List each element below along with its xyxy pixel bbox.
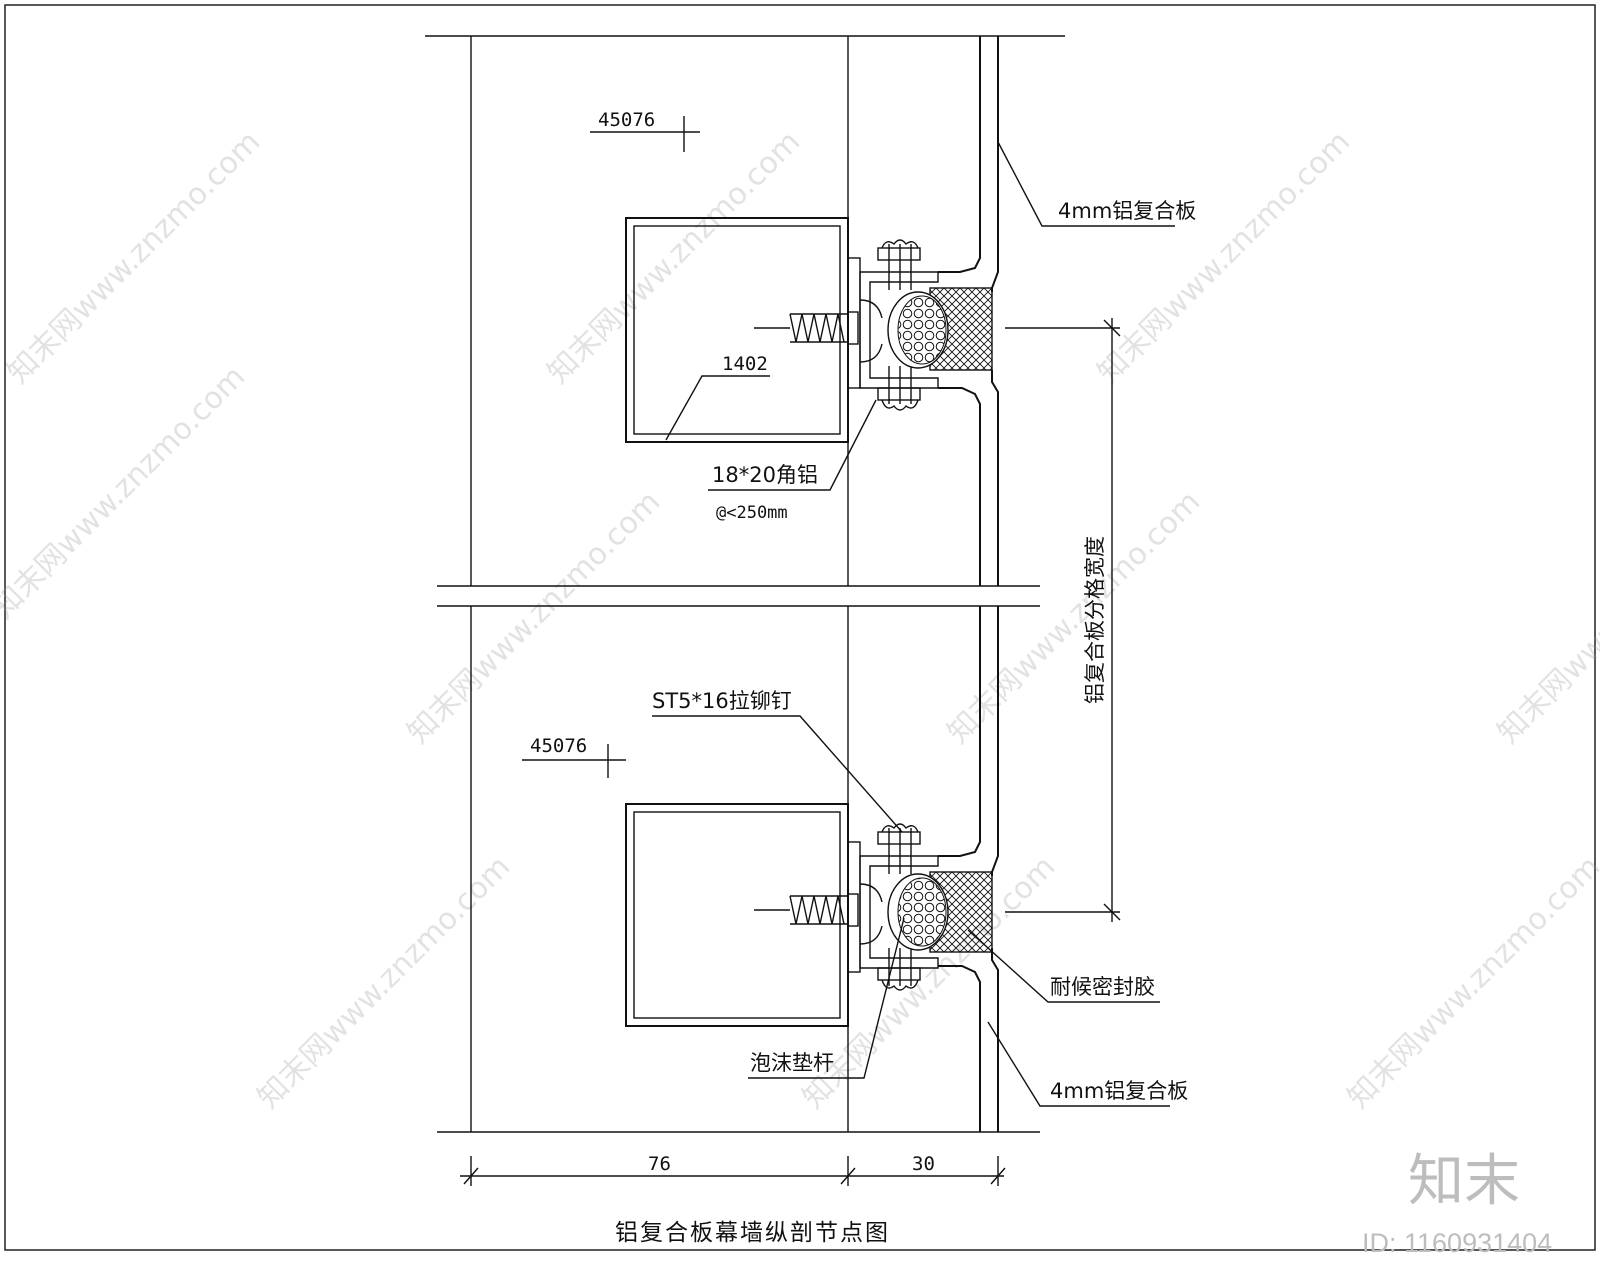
label-panel-top: 4mm铝复合板 (1058, 199, 1196, 223)
label-rivet: ST5*16拉铆钉 (652, 689, 792, 713)
brand-logo: 知末 (1408, 1149, 1520, 1214)
watermark-text: 知末网www.znzmo.com (1491, 484, 1600, 750)
label-sealant: 耐候密封胶 (1050, 975, 1155, 999)
watermark-text: 知末网www.znzmo.com (1, 124, 267, 390)
watermark-text: 知末网www.znzmo.com (401, 484, 667, 750)
watermark-text: 知末网www.znzmo.com (0, 359, 252, 625)
grid-width-dimension (1005, 318, 1121, 922)
brand-watermark: 知末 ID: 1160931404 (1362, 1149, 1552, 1258)
label-angle-spacing: @<250mm (716, 503, 788, 523)
leader-lines (522, 116, 1175, 1107)
watermark-text: 知末网www.znzmo.com (1091, 124, 1357, 390)
screw-bottom (754, 893, 859, 927)
watermark-text: 知末网www.znzmo.com (251, 849, 517, 1115)
drawing-border (4, 4, 1596, 1251)
watermark-text: 知末网www.znzmo.com (1341, 849, 1600, 1115)
label-angle-aluminum: 18*20角铝 (712, 463, 818, 487)
label-45076-bottom: 45076 (530, 735, 587, 757)
square-tube (625, 803, 849, 1027)
joint-assembly-top (625, 217, 993, 443)
watermark-layer: 知末网www.znzmo.com 知末网www.znzmo.com 知末网www… (0, 124, 1600, 1115)
dimension-left: 76 (648, 1153, 671, 1175)
dimension-right: 30 (912, 1153, 935, 1175)
labels: 45076 45076 1402 4mm铝复合板 18*20角铝 @<250mm… (530, 109, 1196, 1246)
label-panel-bottom: 4mm铝复合板 (1050, 1079, 1188, 1103)
drawing-title: 铝复合板幕墙纵剖节点图 (615, 1220, 890, 1246)
bottom-dimension (460, 1156, 1006, 1186)
screw-top (754, 311, 859, 345)
label-1402: 1402 (722, 353, 768, 375)
joint-assembly-bottom (625, 803, 993, 1027)
watermark-text: 知末网www.znzmo.com (541, 124, 807, 390)
label-foam-rod: 泡沫垫杆 (750, 1051, 834, 1075)
label-45076-top: 45076 (598, 109, 655, 131)
image-id: ID: 1160931404 (1362, 1228, 1552, 1258)
label-grid-width: 铝复合板分格宽度 (1083, 536, 1107, 704)
panel-top (938, 36, 999, 586)
